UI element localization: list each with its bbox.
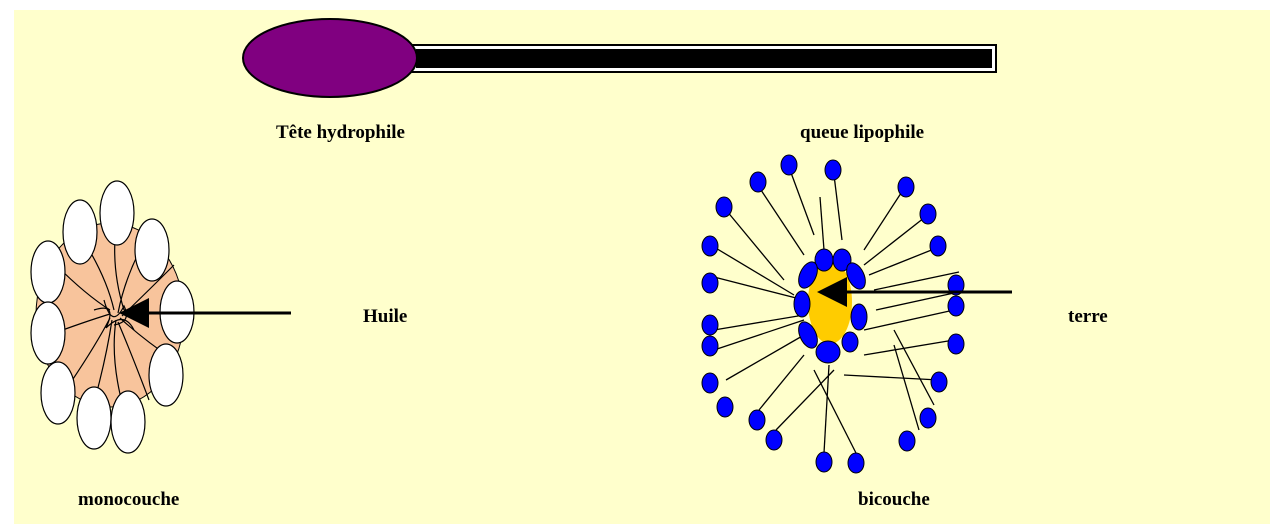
hydrophilic-head [99, 180, 135, 246]
tail-label: queue lipophile [800, 122, 925, 143]
hydrophilic-head [134, 218, 170, 282]
inner-heads [793, 248, 868, 364]
hydrophilic-head [715, 196, 733, 218]
hydrophilic-head [850, 303, 868, 331]
diagram-canvas: Tête hydrophile queue lipophile Huile te… [14, 10, 1270, 524]
hydrophilic-head [749, 171, 767, 193]
hydrophilic-head [793, 290, 811, 318]
monolayer-micelle [30, 180, 291, 454]
hydrophilic-head [947, 295, 965, 317]
hydrophilic-head [815, 340, 841, 364]
hydrophilic-head [40, 361, 76, 425]
hydrophilic-head [897, 176, 915, 198]
hydrophilic-head [242, 18, 418, 98]
hydrophilic-head [798, 321, 818, 349]
hydrophilic-head [701, 235, 719, 257]
outer-tails [713, 169, 960, 454]
soil-label: terre [1068, 306, 1108, 327]
hydrophilic-head [832, 248, 852, 272]
bilayer-micelle [701, 154, 1012, 474]
hydrophilic-head [929, 235, 947, 257]
hydrophilic-head [701, 272, 719, 294]
hydrophilic-head [846, 262, 866, 290]
monolayer-label: monocouche [78, 489, 180, 510]
hydrophilic-head [841, 331, 859, 353]
hydrophilic-head [701, 335, 719, 357]
hydrophilic-head [716, 396, 734, 418]
head-label: Tête hydrophile [276, 122, 405, 143]
hydrophilic-head [947, 333, 965, 355]
hydrophilic-head [76, 386, 112, 450]
hydrophilic-head [748, 409, 766, 431]
hydrophilic-head [898, 430, 916, 452]
hydrophilic-head [824, 159, 842, 181]
hydrophilic-head [930, 371, 948, 393]
hydrophilic-head [919, 203, 937, 225]
outer-heads [701, 154, 965, 474]
hydrophilic-head [815, 451, 833, 473]
hydrophilic-head [30, 301, 66, 365]
hydrophilic-head [765, 429, 783, 451]
hydrophilic-head [110, 390, 146, 454]
oil-label: Huile [363, 306, 408, 327]
bilayer-label: bicouche [858, 489, 930, 510]
hydrophilic-head [30, 240, 66, 304]
hydrophilic-head [780, 154, 798, 176]
hydrophilic-head [947, 274, 965, 296]
hydrophilic-head [701, 314, 719, 336]
hydrophilic-head [701, 372, 719, 394]
surfactant-molecule [242, 18, 997, 98]
hydrophilic-head [62, 199, 98, 265]
hydrophilic-head [847, 452, 865, 474]
diagram-svg [30, 18, 1012, 474]
hydrophilic-head [148, 343, 184, 407]
hydrophilic-head [919, 407, 937, 429]
hydrophilic-head [798, 261, 818, 289]
lipophilic-tail-inner [416, 49, 992, 68]
